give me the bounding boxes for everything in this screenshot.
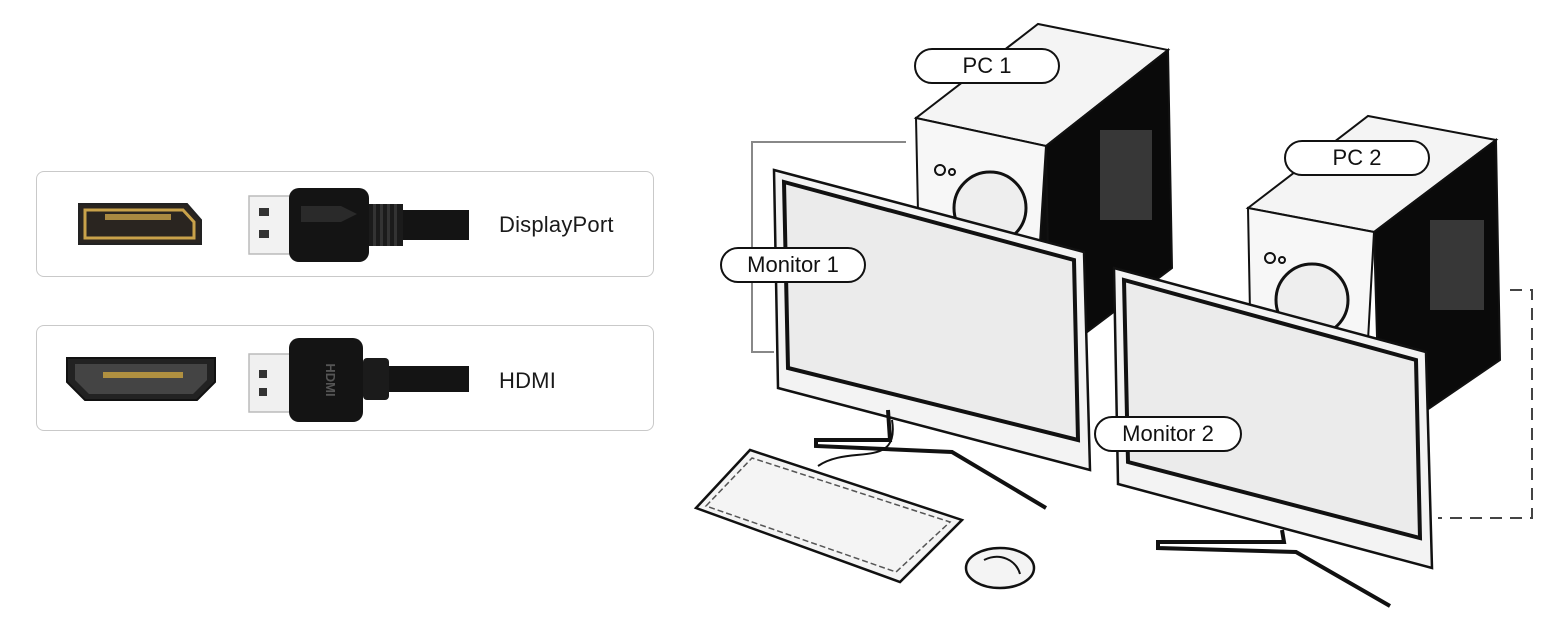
hdmi-port-icon xyxy=(66,357,216,401)
connector-card-hdmi: HDMI HDMI xyxy=(36,325,654,431)
monitor2-label: Monitor 2 xyxy=(1094,416,1242,452)
hdmi-plug-marking: HDMI xyxy=(323,363,338,396)
pc1-label: PC 1 xyxy=(914,48,1060,84)
connector-card-displayport: DisplayPort xyxy=(36,171,654,277)
connector-label-hdmi: HDMI xyxy=(499,368,557,393)
displayport-port-icon xyxy=(78,203,202,245)
connector-label-displayport: DisplayPort xyxy=(499,212,614,237)
connection-bracket-pc2-monitor2 xyxy=(1438,289,1533,519)
monitor2-icon xyxy=(1112,266,1434,608)
monitor1-icon xyxy=(772,168,1092,510)
hdmi-plug-icon: HDMI xyxy=(248,338,469,422)
keyboard-icon xyxy=(693,419,965,584)
displayport-plug-icon xyxy=(248,188,469,262)
monitor1-label: Monitor 1 xyxy=(720,247,866,283)
mouse-icon xyxy=(964,546,1036,590)
pc2-label: PC 2 xyxy=(1284,140,1430,176)
